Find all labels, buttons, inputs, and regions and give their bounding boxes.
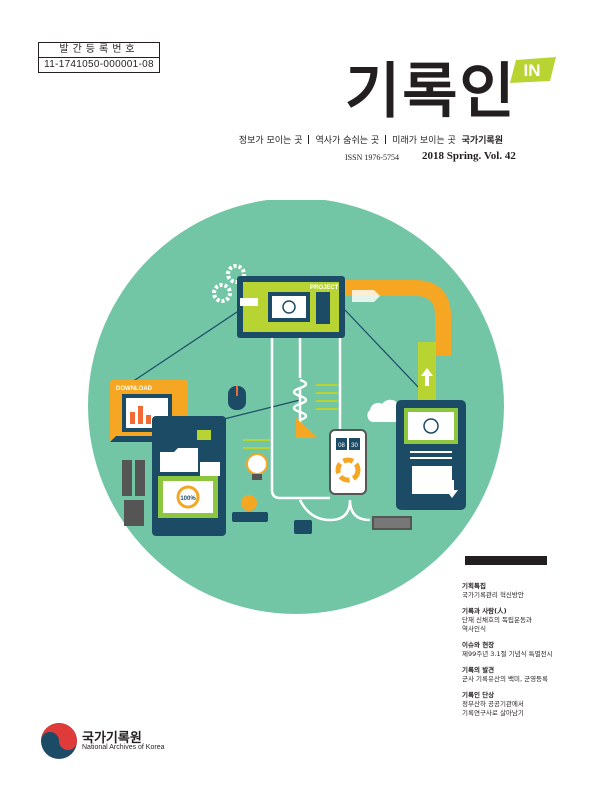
issue-volume: 2018 Spring. Vol. 42 bbox=[422, 150, 516, 162]
toc-line: 국가기록관리 혁신방안 bbox=[462, 591, 524, 599]
arrow-down-icon bbox=[446, 480, 458, 498]
plug-icon bbox=[294, 520, 312, 534]
arrow-up-icon bbox=[421, 368, 433, 386]
toc-heading: 기록인 단상 bbox=[462, 691, 495, 699]
tagline-part-3: 미래가 보이는 곳 bbox=[392, 136, 456, 146]
hand-pointer-icon bbox=[240, 298, 258, 306]
disk-drive-icon bbox=[232, 495, 268, 522]
toc-heading: 기록과 사람(人) bbox=[462, 607, 507, 615]
keyboard-icon bbox=[372, 516, 412, 530]
tagline: 정보가 모이는 곳 역사가 숨쉬는 곳 미래가 보이는 곳 국가기록원 bbox=[239, 133, 503, 146]
server-icon bbox=[135, 460, 145, 496]
download-label: DOWNLOAD bbox=[116, 386, 153, 392]
atom-icon bbox=[423, 418, 439, 434]
orange-arrow-pipe bbox=[345, 280, 451, 356]
toc-section: 기획특집 국가기록관리 혁신방안 bbox=[462, 582, 587, 600]
envelope-icon bbox=[200, 462, 220, 476]
footer-org-english: National Archives of Korea bbox=[82, 744, 165, 751]
publication-number-label: 발간등록번호 bbox=[59, 44, 139, 55]
toc-line: 단재 신채호의 독립운동과 bbox=[462, 616, 532, 624]
toc-section: 기록과 사람(人) 단재 신채호의 독립운동과 역사인식 bbox=[462, 607, 587, 634]
tagline-part-2: 역사가 숨쉬는 곳 bbox=[315, 136, 380, 146]
toc-line: 군사 기록유산의 백미, 군영등록 bbox=[462, 675, 549, 683]
table-of-contents: 기획특집 국가기록관리 혁신방안 기록과 사람(人) 단재 신채호의 독립운동과… bbox=[462, 582, 587, 725]
toc-heading: 이슈와 현장 bbox=[462, 641, 495, 649]
gear-icon bbox=[212, 264, 246, 303]
toc-header-bar bbox=[465, 556, 547, 565]
issn: ISSN 1976-5754 bbox=[345, 153, 400, 162]
mouse-icon bbox=[228, 386, 246, 410]
publication-number-value: 11-1741050-000001-08 bbox=[39, 57, 159, 72]
project-label: PROJECT bbox=[310, 285, 339, 291]
in-badge: IN bbox=[510, 57, 556, 83]
lightbulb-icon bbox=[246, 453, 268, 480]
toc-line: 제99주년 3.1절 기념식 특별전시 bbox=[462, 650, 553, 658]
left-workstation: 100% bbox=[152, 416, 226, 536]
document-lines bbox=[316, 384, 338, 410]
magazine-title: 기록인 bbox=[345, 57, 517, 127]
national-archives-logo-icon bbox=[41, 723, 77, 759]
cover-illustration: PROJECT DOWNLOAD bbox=[88, 200, 504, 614]
toc-section: 이슈와 현장 제99주년 3.1절 기념식 특별전시 bbox=[462, 641, 587, 659]
left-doc-lines bbox=[243, 439, 270, 449]
calendar-left-label: 08 bbox=[338, 443, 345, 449]
toc-heading: 기획특집 bbox=[462, 582, 486, 590]
footer-org-korean: 국가기록원 bbox=[82, 731, 142, 746]
tagline-separator bbox=[308, 135, 310, 144]
project-monitor: PROJECT bbox=[237, 276, 345, 338]
toc-section: 기록인 단상 정부산하 공공기관에서 기록연구사로 살아남기 bbox=[462, 691, 587, 718]
toc-line: 정부산하 공공기관에서 bbox=[462, 700, 524, 708]
calendar-right-label: 30 bbox=[351, 443, 358, 449]
toc-heading: 기록의 발견 bbox=[462, 666, 495, 674]
folder-icon bbox=[160, 448, 198, 472]
right-workstation bbox=[396, 400, 466, 510]
tagline-part-1: 정보가 모이는 곳 bbox=[238, 136, 303, 146]
envelope-icon bbox=[197, 430, 211, 440]
toc-line: 역사인식 bbox=[462, 625, 486, 633]
tagline-separator bbox=[385, 135, 387, 144]
progress-label: 100% bbox=[180, 496, 196, 502]
server-icon bbox=[122, 460, 132, 496]
smartphone: 08 30 bbox=[329, 429, 367, 495]
toc-line: 기록연구사로 살아남기 bbox=[462, 709, 524, 717]
tagline-org: 국가기록원 bbox=[461, 136, 503, 146]
ruler-triangle bbox=[296, 418, 318, 438]
printer-icon bbox=[412, 466, 452, 494]
document-icon bbox=[124, 500, 144, 526]
publication-number-box: 발간등록번호 11-1741050-000001-08 bbox=[38, 42, 160, 73]
power-icon bbox=[282, 300, 296, 314]
in-badge-text: IN bbox=[524, 61, 541, 80]
toc-section: 기록의 발견 군사 기록유산의 백미, 군영등록 bbox=[462, 666, 587, 684]
